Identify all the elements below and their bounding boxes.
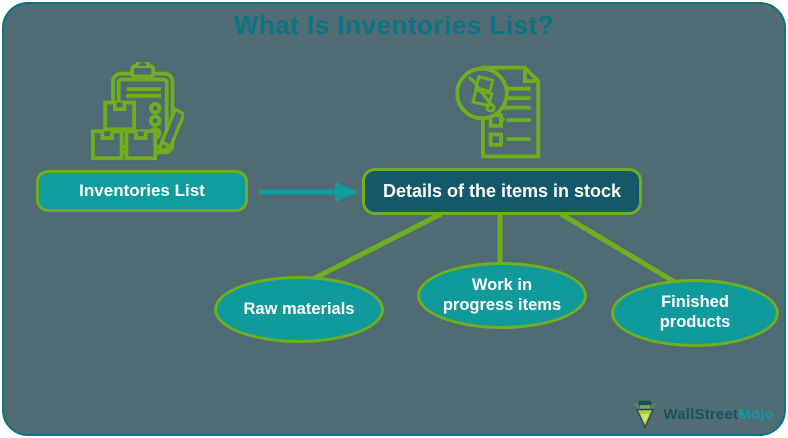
logo-text-wallstreet: WallStreet: [663, 405, 739, 423]
node-finished-products: Finished products: [611, 279, 779, 347]
node-raw-materials: Raw materials: [214, 276, 384, 343]
node-details-of-items: Details of the items in stock: [362, 168, 642, 215]
mascot-icon: [632, 400, 658, 429]
logo-text-mojo: Mojo: [738, 405, 774, 423]
node-inventories-list: Inventories List: [36, 170, 248, 212]
page-title: What Is Inventories List?: [233, 10, 555, 40]
node-label: Inventories List: [79, 180, 205, 200]
node-label: Details of the items in stock: [382, 180, 622, 201]
node-work-in-progress-items: Work in progress items: [417, 262, 587, 329]
wallstreetmojo-logo: WallStreetMojo: [629, 398, 774, 430]
inventory-checklist-icon: [88, 58, 187, 173]
node-label: Finished products: [659, 293, 731, 331]
right-arrow-icon: [259, 180, 359, 209]
node-label: Work in progress items: [442, 275, 562, 314]
node-label: Raw materials: [243, 299, 355, 318]
stock-document-icon: [454, 62, 550, 167]
